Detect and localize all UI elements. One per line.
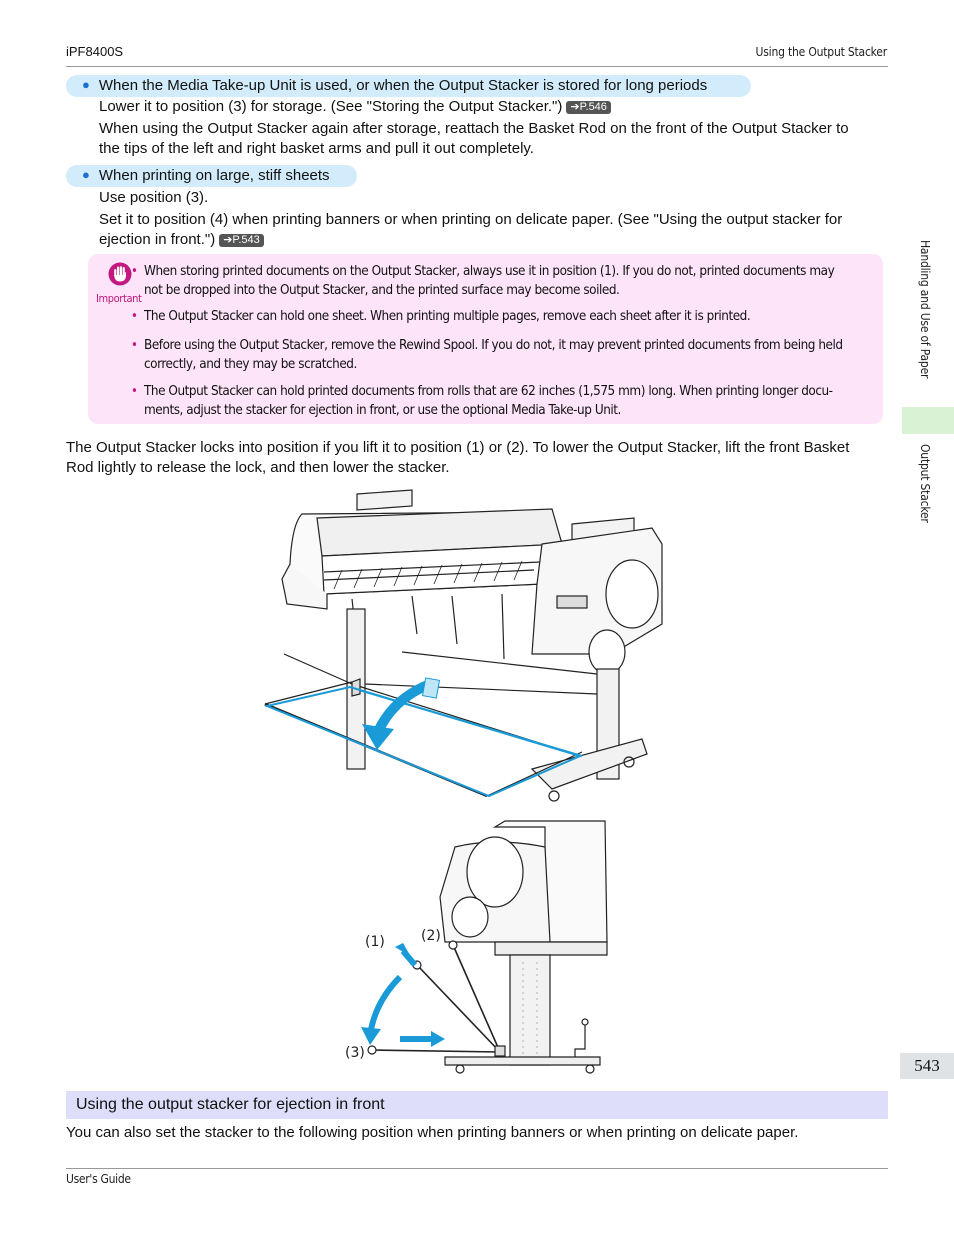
important-label: Important bbox=[96, 292, 142, 305]
stacker-positions-illustration: (1) (2) (3) bbox=[345, 820, 608, 1074]
bullet-title: When printing on large, stiff sheets bbox=[98, 167, 330, 184]
header-section: Using the Output Stacker bbox=[755, 45, 888, 59]
important-item-line: The Output Stacker can hold one sheet. W… bbox=[144, 309, 751, 324]
important-item-line: ments, adjust the stacker for ejection i… bbox=[144, 403, 621, 418]
important-item-line: not be dropped into the Output Stacker, … bbox=[144, 283, 620, 298]
header-model: iPF8400S bbox=[66, 44, 124, 59]
stop-hand-icon bbox=[108, 262, 132, 286]
footer-title: User's Guide bbox=[66, 1172, 131, 1186]
important-item-line: correctly, and they may be scratched. bbox=[144, 357, 357, 372]
section-text: You can also set the stacker to the foll… bbox=[66, 1124, 799, 1141]
important-item-line: The Output Stacker can hold printed docu… bbox=[144, 384, 833, 399]
important-note: Important • When storing printed documen… bbox=[88, 254, 883, 424]
position-2-label: (2) bbox=[421, 928, 441, 944]
bullet-dot-icon: ● bbox=[82, 167, 90, 182]
bullet-2-text: ejection in front.") bbox=[99, 231, 216, 248]
section-heading: Using the output stacker for ejection in… bbox=[66, 1091, 888, 1119]
bullet-2-line-1: Use position (3). bbox=[99, 189, 209, 206]
page-number: 543 bbox=[900, 1053, 954, 1079]
bullet-2-line-2b: ejection in front.")➔P.543 bbox=[99, 230, 264, 250]
page-ref-543[interactable]: ➔P.543 bbox=[219, 234, 264, 247]
printer-stacker-illustration bbox=[263, 489, 663, 802]
position-1-label: (1) bbox=[365, 934, 385, 950]
bullet-heading-takeup: ● When the Media Take-up Unit is used, or… bbox=[66, 75, 751, 97]
sidebar-section: Output Stacker bbox=[918, 444, 932, 523]
bullet-dot-icon: • bbox=[131, 384, 138, 399]
important-item: • The Output Stacker can hold one sheet.… bbox=[131, 307, 872, 326]
header-divider bbox=[66, 66, 888, 67]
footer-divider bbox=[66, 1168, 888, 1169]
bullet-dot-icon: • bbox=[131, 264, 138, 279]
bullet-1-text: Lower it to position (3) for storage. (S… bbox=[99, 98, 563, 115]
body-para-line-1: The Output Stacker locks into position i… bbox=[66, 439, 850, 456]
important-item-line: When storing printed documents on the Ou… bbox=[144, 264, 835, 279]
important-item-line: Before using the Output Stacker, remove … bbox=[144, 338, 843, 353]
bullet-1-line-2a: When using the Output Stacker again afte… bbox=[99, 120, 849, 137]
bullet-heading-stiff-sheets: ● When printing on large, stiff sheets bbox=[66, 165, 357, 187]
sidebar-chapter: Handling and Use of Paper bbox=[918, 240, 932, 379]
bullet-1-line-2b: the tips of the left and right basket ar… bbox=[99, 140, 534, 157]
bullet-dot-icon: • bbox=[131, 338, 138, 353]
body-para-line-2: Rod lightly to release the lock, and the… bbox=[66, 459, 450, 476]
important-item: • Before using the Output Stacker, remov… bbox=[131, 336, 872, 374]
bullet-dot-icon: ● bbox=[82, 77, 90, 92]
important-item: • The Output Stacker can hold printed do… bbox=[131, 382, 872, 420]
bullet-title: When the Media Take-up Unit is used, or … bbox=[98, 77, 708, 94]
sidebar-marker bbox=[902, 407, 954, 434]
page-ref-546[interactable]: ➔P.546 bbox=[566, 101, 611, 114]
position-3-label: (3) bbox=[345, 1045, 365, 1061]
bullet-2-line-2a: Set it to position (4) when printing ban… bbox=[99, 211, 843, 228]
bullet-dot-icon: • bbox=[131, 309, 138, 324]
bullet-1-line-1: Lower it to position (3) for storage. (S… bbox=[99, 97, 611, 117]
important-item: • When storing printed documents on the … bbox=[131, 262, 872, 300]
